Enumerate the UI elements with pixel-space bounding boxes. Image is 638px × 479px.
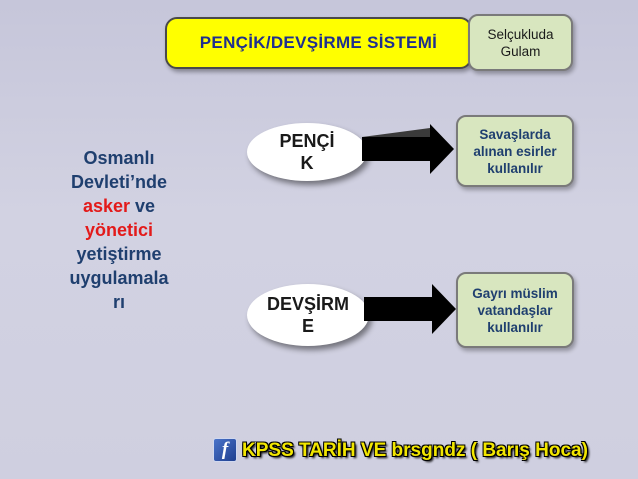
left-description: Osmanlı Devleti’nde asker ve yönetici ye… [58,146,180,314]
devsirme-result-line-1: Gayrı müslim [472,285,558,301]
facebook-icon-letter: f [221,439,229,460]
title-text: PENÇİK/DEVŞİRME SİSTEMİ [199,33,438,52]
devsirme-result-line-2: vatandaşlar [477,302,553,318]
pencik-ellipse: PENÇİ K [247,123,367,181]
pencik-result-line-2: alınan esirler [473,143,557,159]
pencik-line-1: PENÇİ [279,131,335,151]
pencik-line-2: K [300,153,314,173]
pencik-result-line-3: kullanılır [487,160,543,176]
left-line-5: yetiştirme [76,244,162,264]
left-line-7: rı [112,292,125,312]
left-line-6: uygulamala [69,268,169,288]
devsirme-arrow [364,284,456,334]
left-line-2: Devleti’nde [70,172,168,192]
devsirme-line-2: E [301,316,314,336]
footer-credit: KPSS TARİH VE brsgndz ( Barış Hoca) [242,440,588,461]
devsirme-result-box: Gayrı müslim vatandaşlar kullanılır [456,272,574,348]
left-asker-word: asker [82,196,131,216]
pencik-result-line-1: Savaşlarda [479,126,551,142]
pencik-result-box: Savaşlarda alınan esirler kullanılır [456,115,574,187]
left-yonetici-word: yönetici [84,220,154,240]
facebook-icon[interactable]: f [213,438,237,462]
callout-line-1: Selçukluda [487,26,554,42]
devsirme-ellipse: DEVŞİRM E [247,284,369,346]
devsirme-line-1: DEVŞİRM [266,294,349,314]
devsirme-result-line-3: kullanılır [487,319,543,335]
left-line-1: Osmanlı [83,148,155,168]
title-box: PENÇİK/DEVŞİRME SİSTEMİ [165,17,472,69]
callout-line-2: Gulam [500,43,541,59]
pencik-arrow [362,124,454,174]
selcuklu-gulam-callout: Selçukluda Gulam [468,14,573,71]
left-ve-word: ve [130,196,156,216]
left-line-3: asker ve [58,194,180,218]
